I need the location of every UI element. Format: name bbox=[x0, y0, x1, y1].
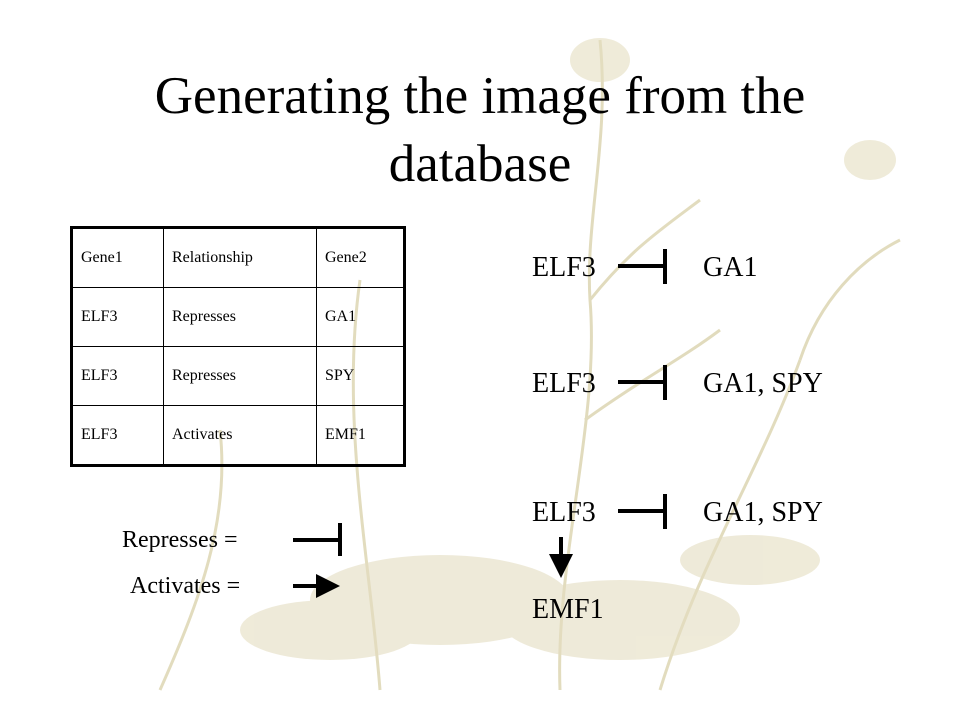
table-cell: GA1 bbox=[316, 287, 405, 347]
table-cell: Represses bbox=[163, 346, 317, 406]
row3-source-gene: ELF3 bbox=[532, 497, 596, 528]
table-row: ELF3 Represses GA1 bbox=[71, 287, 405, 347]
table-row: ELF3 Represses SPY bbox=[71, 346, 405, 406]
row2-target-gene: GA1, SPY bbox=[703, 368, 823, 399]
row1-target-gene: GA1 bbox=[703, 252, 758, 283]
row3-activated-gene: EMF1 bbox=[532, 594, 604, 625]
title-line-1: Generating the image from the bbox=[154, 67, 806, 125]
gene-relationship-table: Gene1 Relationship Gene2 ELF3 Represses … bbox=[70, 226, 406, 467]
header-gene2: Gene2 bbox=[316, 227, 405, 288]
table-cell: SPY bbox=[316, 346, 405, 406]
table-header-row: Gene1 Relationship Gene2 bbox=[71, 227, 405, 288]
row2-source-gene: ELF3 bbox=[532, 368, 596, 399]
legend-represses-label: Represses = bbox=[122, 527, 238, 553]
table-cell: EMF1 bbox=[316, 405, 405, 466]
row1-source-gene: ELF3 bbox=[532, 252, 596, 283]
table-cell: Represses bbox=[163, 287, 317, 347]
table-cell: ELF3 bbox=[71, 405, 164, 466]
legend-activates-label: Activates = bbox=[130, 573, 241, 599]
header-relationship: Relationship bbox=[163, 227, 317, 288]
row3-target-gene: GA1, SPY bbox=[703, 497, 823, 528]
table-cell: ELF3 bbox=[71, 287, 164, 347]
header-gene1: Gene1 bbox=[71, 227, 164, 288]
slide-title: Generating the image from the database bbox=[80, 62, 880, 198]
table-cell: ELF3 bbox=[71, 346, 164, 406]
table-row: ELF3 Activates EMF1 bbox=[71, 405, 405, 466]
title-line-2: database bbox=[388, 135, 572, 193]
table-cell: Activates bbox=[163, 405, 317, 466]
